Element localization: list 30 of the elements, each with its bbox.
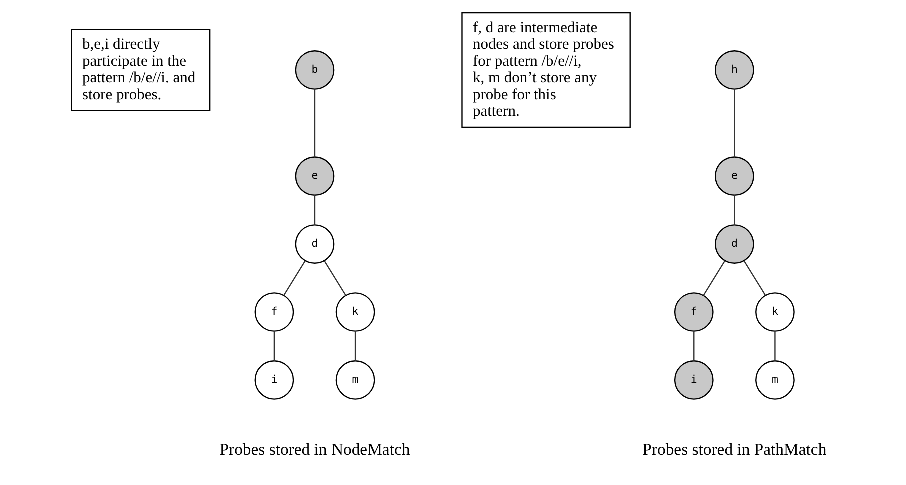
connector xyxy=(744,260,766,296)
node-circle: e xyxy=(295,156,335,196)
label: Probes stored in NodeMatch xyxy=(220,440,410,459)
connector xyxy=(703,260,726,296)
node-circle: d xyxy=(295,224,335,264)
connector xyxy=(734,89,736,157)
node-box: f, d are intermediate nodes and store probes for pattern /b/e//i, k, m don’t store any probe for this pattern. xyxy=(462,12,631,128)
node-circle: i xyxy=(254,360,294,400)
connector xyxy=(774,331,776,362)
node-circle: i xyxy=(674,360,714,400)
node-circle: k xyxy=(336,292,376,332)
node-circle: m xyxy=(756,360,795,400)
node-circle: d xyxy=(715,224,754,264)
node-circle: e xyxy=(715,156,754,196)
connector xyxy=(324,260,346,296)
node-circle: f xyxy=(254,292,294,332)
connector xyxy=(274,331,276,362)
node-circle: k xyxy=(756,292,795,332)
node-circle: b xyxy=(295,50,335,90)
node-circle: h xyxy=(715,50,754,90)
connector xyxy=(694,331,695,362)
connector xyxy=(354,331,356,362)
node-circle: m xyxy=(336,360,376,400)
label: Probes stored in PathMatch xyxy=(642,440,827,459)
connector xyxy=(734,195,736,226)
connector xyxy=(314,195,316,226)
connector xyxy=(314,89,316,157)
node-box: b,e,i directly participate in the pattern /b/e//i. and store probes. xyxy=(71,29,211,112)
connector xyxy=(283,260,306,296)
node-circle: f xyxy=(674,292,714,332)
